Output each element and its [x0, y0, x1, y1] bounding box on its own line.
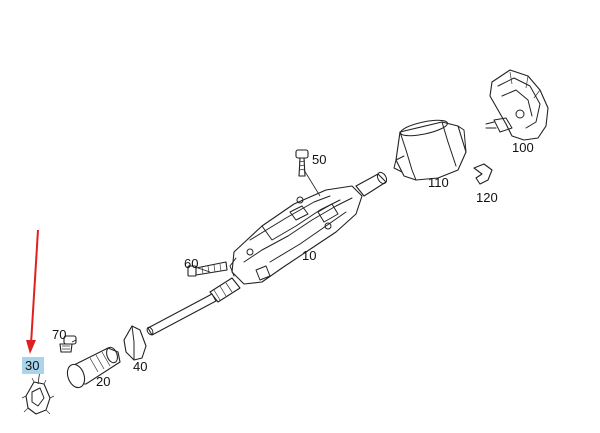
part-100-lock-housing[interactable] [485, 69, 549, 141]
part-10-steering-column[interactable] [146, 171, 389, 336]
part-110-column-cover[interactable] [393, 117, 467, 181]
callout-30-highlight [22, 357, 44, 374]
callout-60[interactable]: 60 [184, 256, 198, 271]
part-50-screw[interactable] [295, 149, 309, 177]
part-20-sleeve[interactable] [64, 346, 121, 390]
part-40-half-shell[interactable] [123, 325, 147, 361]
callout-30[interactable]: 30 [25, 358, 39, 373]
callout-70[interactable]: 70 [52, 327, 66, 342]
callout-110[interactable]: 110 [428, 175, 449, 190]
part-60-bolt[interactable] [187, 261, 228, 277]
part-120-clip[interactable] [473, 163, 493, 185]
callout-10[interactable]: 10 [302, 248, 316, 263]
callout-50[interactable]: 50 [312, 152, 326, 167]
callout-120[interactable]: 120 [476, 190, 498, 205]
part-70-screw[interactable] [59, 335, 77, 353]
red-arrow-indicator [26, 229, 39, 354]
leader-lines [37, 169, 321, 385]
callout-40[interactable]: 40 [133, 359, 147, 374]
part-30-sensor-ring[interactable] [21, 377, 55, 415]
callout-100[interactable]: 100 [512, 140, 534, 155]
callout-labels: 50 100 110 120 10 60 70 40 20 30 [22, 140, 534, 389]
callout-20[interactable]: 20 [96, 374, 110, 389]
